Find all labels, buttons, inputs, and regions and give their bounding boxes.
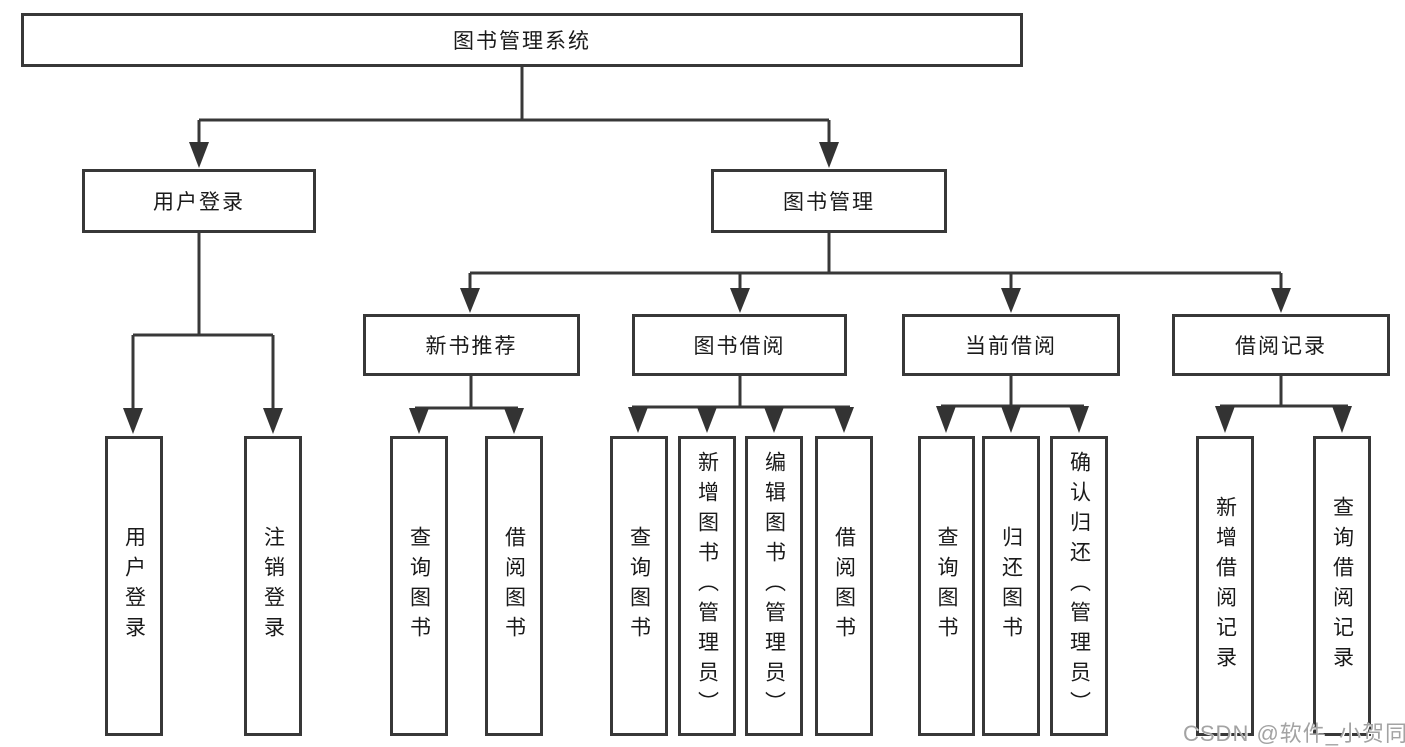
- leaf-return-book: 归还图书: [982, 436, 1040, 736]
- leaf-logout-label: 注销登录: [261, 526, 285, 646]
- leaf-borrow-books-recommend: 借阅图书: [485, 436, 543, 736]
- leaf-return-book-label: 归还图书: [999, 526, 1023, 646]
- leaf-add-borrow-record: 新增借阅记录: [1196, 436, 1254, 736]
- node-new-book-recommend: 新书推荐: [363, 314, 580, 376]
- node-book-borrow: 图书借阅: [632, 314, 847, 376]
- leaf-user-login-label: 用户登录: [122, 526, 146, 646]
- node-borrow-records: 借阅记录: [1172, 314, 1390, 376]
- leaf-add-borrow-record-label: 新增借阅记录: [1213, 496, 1237, 676]
- leaf-logout: 注销登录: [244, 436, 302, 736]
- arrowhead-group: [123, 142, 1352, 434]
- leaf-edit-book-admin-label: 编辑图书（管理员）: [762, 451, 786, 721]
- leaf-borrow-books-recommend-label: 借阅图书: [502, 526, 526, 646]
- node-root: 图书管理系统: [21, 13, 1023, 67]
- node-book-management-label: 图书管理: [783, 191, 875, 214]
- node-book-borrow-label: 图书借阅: [693, 335, 786, 358]
- leaf-confirm-return-admin: 确认归还（管理员）: [1050, 436, 1108, 736]
- leaf-user-login: 用户登录: [105, 436, 163, 736]
- node-root-label: 图书管理系统: [453, 30, 591, 53]
- leaf-borrow-books-label: 借阅图书: [832, 526, 856, 646]
- node-current-borrow: 当前借阅: [902, 314, 1120, 376]
- leaf-query-books-borrow-label: 查询图书: [627, 526, 651, 646]
- leaf-query-books-borrow: 查询图书: [610, 436, 668, 736]
- leaf-query-books-current-label: 查询图书: [935, 526, 958, 646]
- csdn-watermark: CSDN @软件_小贺同学: [1183, 721, 1405, 746]
- node-new-book-recommend-label: 新书推荐: [425, 335, 518, 358]
- node-current-borrow-label: 当前借阅: [965, 335, 1057, 358]
- node-book-management: 图书管理: [711, 169, 947, 233]
- leaf-query-books-recommend: 查询图书: [390, 436, 448, 736]
- node-user-login-label: 用户登录: [153, 191, 245, 214]
- leaf-confirm-return-admin-label: 确认归还（管理员）: [1067, 451, 1091, 721]
- leaf-borrow-books: 借阅图书: [815, 436, 873, 736]
- leaf-query-books-recommend-label: 查询图书: [407, 526, 431, 646]
- leaf-add-book-admin-label: 新增图书（管理员）: [695, 451, 719, 721]
- node-borrow-records-label: 借阅记录: [1235, 335, 1327, 358]
- node-user-login: 用户登录: [82, 169, 316, 233]
- leaf-query-borrow-record: 查询借阅记录: [1313, 436, 1371, 736]
- leaf-add-book-admin: 新增图书（管理员）: [678, 436, 736, 736]
- leaf-query-borrow-record-label: 查询借阅记录: [1330, 496, 1354, 676]
- leaf-query-books-current: 查询图书: [918, 436, 975, 736]
- leaf-edit-book-admin: 编辑图书（管理员）: [745, 436, 803, 736]
